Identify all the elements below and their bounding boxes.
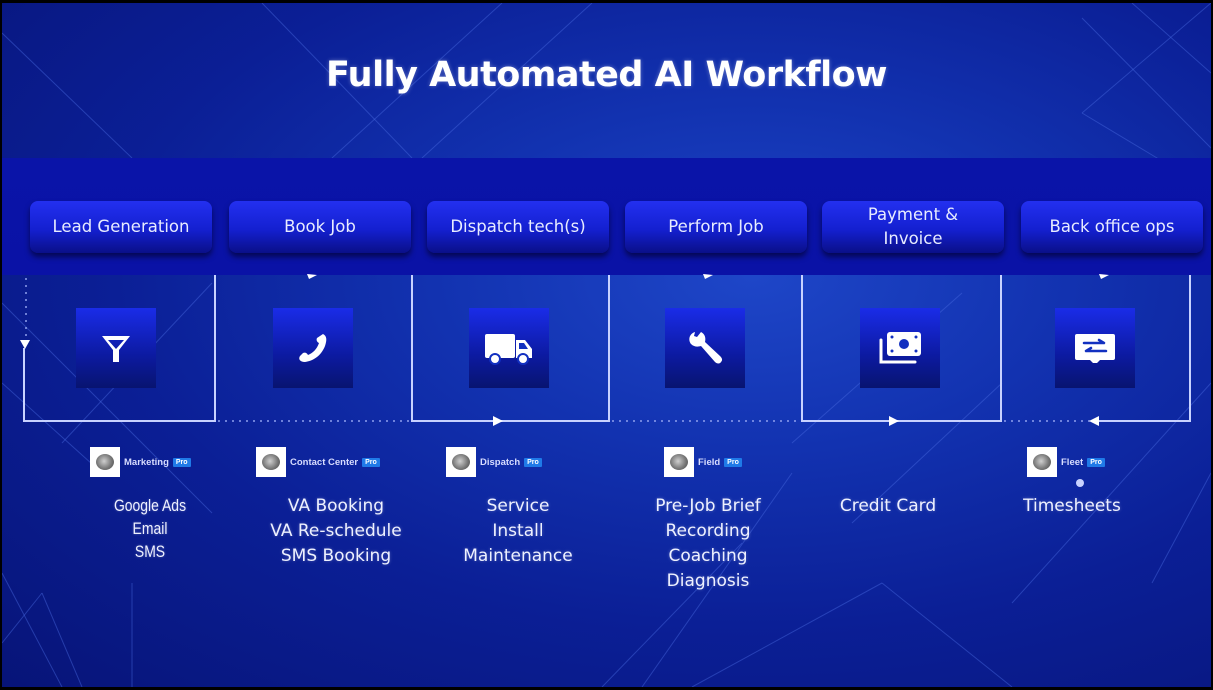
- perform-job-tile: [665, 308, 745, 388]
- features-dispatch: Service Install Maintenance: [463, 494, 572, 569]
- product-badge-field: Field Pro: [664, 447, 742, 477]
- feature-item: Recording: [665, 521, 751, 541]
- features-back-office: Timesheets: [1023, 494, 1121, 519]
- product-name: Dispatch: [480, 456, 521, 468]
- step-lead-generation[interactable]: Lead Generation: [30, 201, 212, 253]
- product-logo-icon: [1027, 447, 1057, 477]
- features-book-job: VA Booking VA Re-schedule SMS Booking: [270, 494, 401, 569]
- step-payment-invoice[interactable]: Payment & Invoice: [822, 201, 1004, 253]
- step-book-job[interactable]: Book Job: [229, 201, 411, 253]
- product-name: Field: [698, 456, 721, 468]
- feature-item: Install: [492, 521, 544, 541]
- workflow-connectors: [20, 274, 1191, 426]
- feature-item: VA Re-schedule: [270, 521, 402, 541]
- pro-tag: Pro: [362, 457, 380, 467]
- feature-item: Service: [486, 496, 550, 516]
- feature-item: SMS: [134, 542, 166, 561]
- back-office-tile: [1055, 308, 1135, 388]
- pro-tag: Pro: [1087, 457, 1105, 467]
- product-logo-icon: [664, 447, 694, 477]
- feature-item: Google Ads: [113, 496, 187, 515]
- background-lines-decoration: [2, 3, 1211, 687]
- features-payment: Credit Card: [840, 494, 936, 519]
- product-name: Marketing: [124, 456, 169, 468]
- feature-item: Coaching: [668, 546, 748, 566]
- product-logo-icon: [256, 447, 286, 477]
- feature-item: Diagnosis: [666, 571, 750, 591]
- step-back-office-ops[interactable]: Back office ops: [1021, 201, 1203, 253]
- feature-item: Pre-Job Brief: [655, 496, 761, 516]
- dispatch-tile: [469, 308, 549, 388]
- product-badge-marketing: Marketing Pro: [90, 447, 191, 477]
- product-badge-fleet: Fleet Pro: [1027, 447, 1105, 477]
- features-lead-generation: Google Ads Email SMS: [114, 494, 186, 563]
- feature-item: Credit Card: [839, 496, 937, 516]
- phone-icon: [299, 334, 327, 362]
- feature-item: Timesheets: [1023, 496, 1121, 516]
- step-dispatch-techs[interactable]: Dispatch tech(s): [427, 201, 609, 253]
- lead-generation-tile: [76, 308, 156, 388]
- product-name: Contact Center: [290, 456, 359, 468]
- pro-tag: Pro: [724, 457, 742, 467]
- funnel-icon: [102, 336, 130, 362]
- pro-tag: Pro: [524, 457, 542, 467]
- connector-dot: [1076, 479, 1084, 487]
- payment-tile: [860, 308, 940, 388]
- slide-title: Fully Automated AI Workflow: [326, 55, 888, 95]
- product-logo-icon: [446, 447, 476, 477]
- product-badge-dispatch: Dispatch Pro: [446, 447, 542, 477]
- money-icon: [879, 332, 921, 364]
- features-perform-job: Pre-Job Brief Recording Coaching Diagnos…: [655, 494, 761, 594]
- feature-item: SMS Booking: [280, 546, 392, 566]
- product-logo-icon: [90, 447, 120, 477]
- product-name: Fleet: [1061, 456, 1084, 468]
- step-perform-job[interactable]: Perform Job: [625, 201, 807, 253]
- transfer-icon: [1075, 334, 1115, 363]
- book-job-tile: [273, 308, 353, 388]
- feature-item: Maintenance: [463, 546, 573, 566]
- slide: Fully Automated AI Workflow Lead Generat…: [2, 3, 1211, 687]
- truck-icon: [485, 334, 532, 365]
- feature-item: VA Booking: [287, 496, 385, 516]
- wrench-icon: [689, 332, 723, 364]
- feature-item: Email: [132, 519, 168, 538]
- product-badge-contact-center: Contact Center Pro: [256, 447, 380, 477]
- pro-tag: Pro: [172, 457, 191, 467]
